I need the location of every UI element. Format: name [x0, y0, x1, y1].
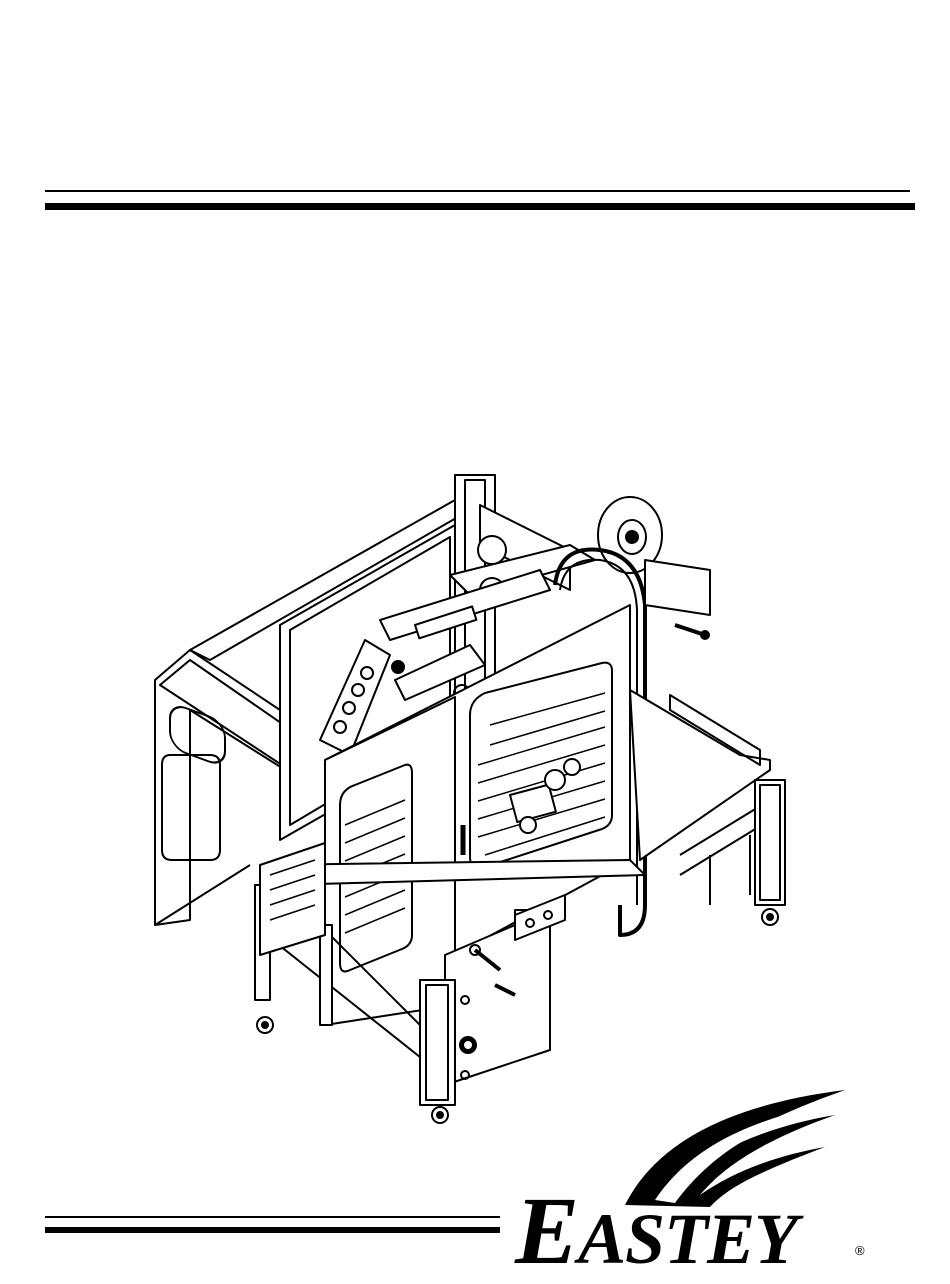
eastey-logo: EASTEY ®	[505, 1085, 895, 1275]
logo-rest-letters: ASTEY	[578, 1199, 797, 1279]
logo-first-letter: E	[515, 1177, 578, 1284]
registered-mark: ®	[855, 1243, 865, 1258]
top-thick-rule	[45, 203, 915, 210]
top-thin-rule	[45, 190, 910, 192]
bottom-thin-rule	[45, 1216, 500, 1218]
case-sealer-illustration	[150, 465, 790, 1130]
bottom-thick-rule	[45, 1227, 500, 1233]
logo-wordmark: EASTEY	[515, 1183, 797, 1279]
